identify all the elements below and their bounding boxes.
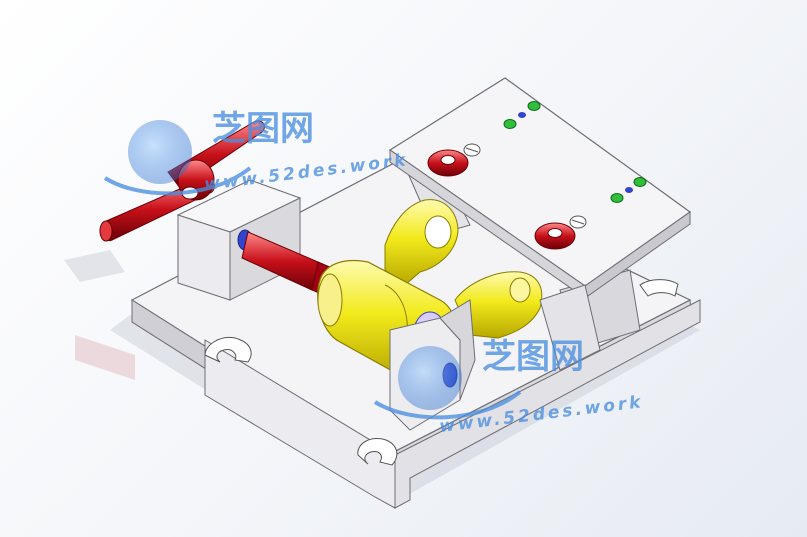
- globe-logo-icon: [398, 346, 462, 410]
- green-screw-cluster-top: [503, 101, 541, 129]
- yellow-linkage-lower: [454, 271, 543, 339]
- red-nut-upper: [427, 149, 469, 177]
- screw-white-lower: [569, 215, 587, 229]
- yellow-linkage-upper: [384, 199, 459, 286]
- green-screw-cluster-right: [610, 177, 647, 203]
- watermark-brand-upper: 芝图网: [212, 109, 314, 149]
- globe-logo-icon: [128, 120, 192, 184]
- right-support-block: [539, 284, 601, 371]
- red-nut-lower: [534, 222, 576, 250]
- screw-white-upper: [463, 143, 481, 157]
- mounting-slot-left: [204, 336, 252, 363]
- mounting-slot-right: [639, 279, 679, 297]
- mounting-slot-front: [357, 438, 398, 466]
- top-clamp-plate: [388, 77, 692, 351]
- watermark-brand-lower: 芝图网: [482, 337, 584, 377]
